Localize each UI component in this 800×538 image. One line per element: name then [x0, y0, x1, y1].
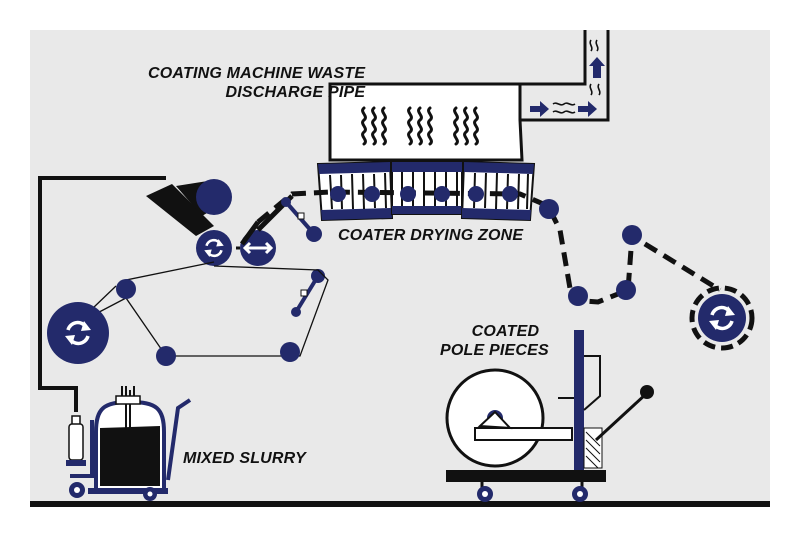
arrow-icon [578, 101, 597, 117]
rewind-reel [689, 285, 755, 351]
coated-film-path [256, 189, 722, 305]
tension-arm-lower [291, 269, 325, 317]
waste-pipe-label-line-1: COATING MACHINE WASTE [148, 65, 366, 82]
arrow-icon [589, 57, 605, 78]
pole-piece-cart [445, 330, 654, 502]
double-arrow-icon [242, 241, 274, 255]
pole-pieces-label: COATED POLE PIECES [440, 322, 549, 360]
mixed-slurry-label: MIXED SLURRY [183, 450, 307, 467]
dryer-hood [328, 82, 524, 162]
arrow-icon [530, 101, 549, 117]
floor-line [30, 501, 770, 507]
heat-wave-icon [552, 102, 576, 114]
pole-pieces-label-line-2: POLE PIECES [440, 342, 549, 359]
drying-rollers [330, 186, 642, 306]
slurry-cart [66, 386, 192, 501]
web-rollers [116, 279, 300, 366]
tension-arm-upper [281, 197, 322, 242]
pole-pieces-label-line-1: COATED [471, 323, 540, 340]
slurry-feed-line [38, 176, 166, 412]
waste-pipe-label: COATING MACHINE WASTE DISCHARGE PIPE [148, 64, 365, 102]
unwind-reel [47, 302, 109, 364]
waste-pipe-label-line-2: DISCHARGE PIPE [225, 84, 366, 101]
coating-head [146, 179, 294, 266]
drying-zone-label: COATER DRYING ZONE [338, 227, 524, 244]
heat-wave-icon [589, 39, 601, 96]
